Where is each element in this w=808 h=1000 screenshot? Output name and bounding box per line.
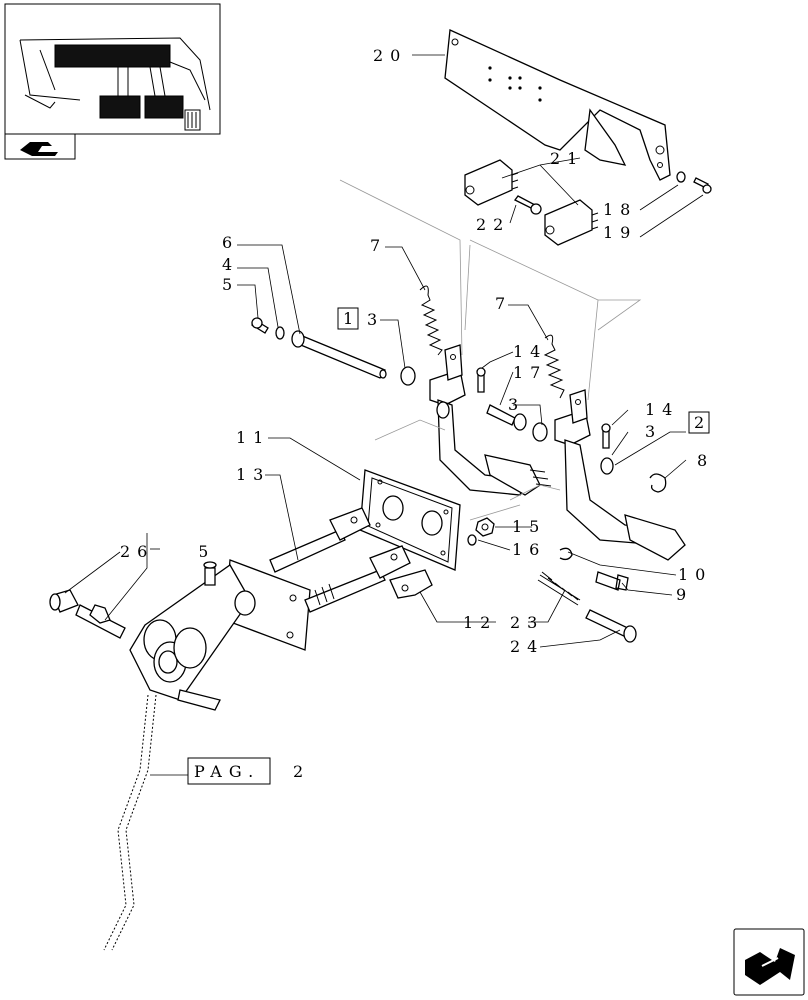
callout-13: 13	[236, 465, 270, 484]
gasket-part-11	[359, 469, 461, 571]
pedal-part-2	[532, 389, 686, 561]
bolt-part-19	[693, 177, 712, 194]
switch-part-21a	[464, 159, 519, 206]
callout-22: 22	[476, 215, 510, 234]
page-ref-prefix: PAG.	[194, 762, 260, 781]
callout-20: 20	[373, 46, 407, 65]
clip-part-10	[559, 547, 573, 561]
page-ref-number: 2	[293, 762, 310, 781]
washer-part-4	[275, 326, 285, 340]
callout-16: 16	[512, 540, 546, 559]
callout-26: 26	[120, 542, 154, 561]
svg-text:2: 2	[694, 413, 711, 432]
circlip-part-8	[649, 473, 667, 493]
pushrod-part-13b	[304, 545, 411, 613]
page-reference[interactable]: PAG. 2	[187, 757, 310, 785]
fitting-part-25	[75, 604, 126, 639]
bolt-part-5	[251, 317, 269, 334]
callout-5: 5	[222, 275, 239, 294]
callout-3c: 3	[645, 422, 662, 441]
spring-part-7b	[543, 334, 565, 399]
boxed-ref-2[interactable]: 2	[688, 411, 711, 434]
callout-9: 9	[676, 585, 693, 604]
callout-18: 18	[603, 200, 637, 219]
spring-part-7a	[419, 285, 443, 356]
pedal-location-thumbnail	[4, 3, 221, 135]
bolt-part-14a	[476, 367, 486, 393]
construction-lines	[339, 179, 642, 521]
callout-8: 8	[697, 451, 714, 470]
callout-21: 21	[550, 149, 584, 168]
boxed-ref-1[interactable]: 1	[337, 307, 360, 330]
callout-3b: 3	[508, 395, 525, 414]
callout-11: 11	[236, 428, 270, 447]
section-arrow-icon	[4, 133, 76, 160]
svg-text:1: 1	[343, 309, 360, 328]
callout-4: 4	[222, 255, 239, 274]
callout-7a: 7	[370, 236, 387, 255]
spring-part-23	[537, 571, 581, 606]
pedal-part-1	[400, 344, 552, 496]
clip-part-9	[595, 571, 629, 591]
callout-23: 23	[510, 613, 544, 632]
washer-part-16	[467, 534, 477, 546]
callout-15: 15	[512, 517, 546, 536]
callout-12: 12	[463, 613, 497, 632]
callout-10: 10	[678, 565, 712, 584]
next-page-arrow-icon[interactable]	[733, 928, 805, 996]
master-cylinder	[129, 559, 311, 711]
bolt-part-14b	[601, 423, 611, 449]
pushrod-part-24	[585, 609, 637, 643]
callout-17: 17	[513, 363, 547, 382]
pivot-shaft-part-6	[291, 330, 387, 379]
callout-24: 24	[510, 637, 544, 656]
callout-6: 6	[222, 233, 239, 252]
cap-part-26	[49, 589, 79, 613]
clevis-pin-part-12	[389, 569, 433, 599]
bracket-part-20	[444, 29, 671, 181]
callout-19: 19	[603, 223, 637, 242]
screw-part-22	[514, 195, 542, 215]
switch-part-21b	[544, 199, 599, 246]
washer-part-18	[676, 171, 686, 183]
leader-lines	[64, 54, 704, 776]
nut-part-15	[475, 517, 495, 537]
callout-14b: 14	[645, 400, 679, 419]
spacer-part-17	[486, 404, 527, 431]
callout-14a: 14	[513, 342, 547, 361]
pushrod-part-13a	[269, 507, 371, 573]
boxed-ref-25[interactable]	[150, 541, 200, 562]
callout-3a: 3	[367, 310, 384, 329]
callout-7b: 7	[495, 294, 512, 313]
hydraulic-pipe	[103, 694, 157, 951]
